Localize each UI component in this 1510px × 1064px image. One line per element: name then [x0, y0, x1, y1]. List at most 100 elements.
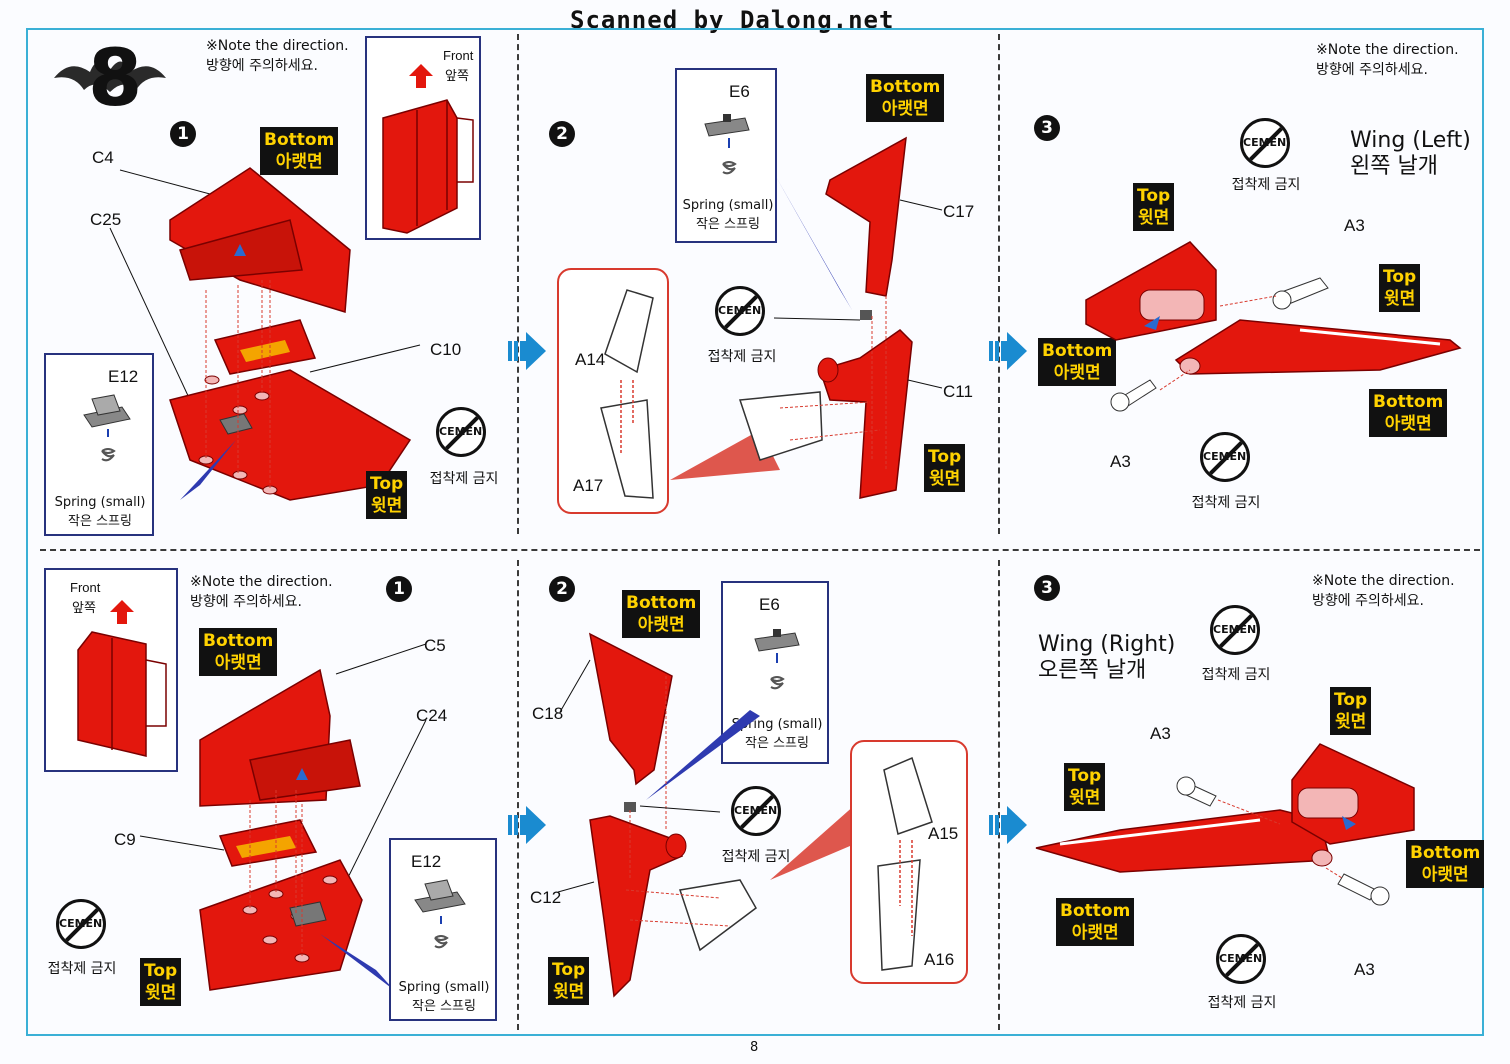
divider: [517, 34, 519, 534]
flow-arrow-icon: [508, 332, 546, 370]
divider: [517, 560, 519, 1030]
part-label-a14: A14: [575, 350, 606, 369]
part-label-e12: E12: [108, 367, 139, 386]
no-cement-label: 접착제 금지: [429, 471, 499, 487]
front-arrow-icon: [110, 600, 134, 624]
tail-fin-right-diagram: [557, 632, 856, 998]
no-cement-icon: CEMENT: [1216, 934, 1266, 984]
part-label-a3: A3: [1110, 452, 1131, 471]
page-number: 8: [750, 1040, 759, 1055]
a14-a17-parts-icon: [600, 289, 654, 499]
part-label-a3: A3: [1150, 724, 1171, 743]
tail-fin-left-diagram: [670, 136, 943, 499]
front-label: Front: [443, 48, 474, 63]
no-cement-label: 접착제 금지: [47, 961, 117, 977]
part-label-c18: C18: [532, 704, 564, 723]
e6-spring-inset: E6 Spring (small)작은 스프링: [675, 68, 777, 243]
front-inset: Front 앞쪽: [365, 36, 481, 240]
part-label-a3: A3: [1344, 216, 1365, 235]
no-cement-icon: CEMENT: [1200, 432, 1250, 482]
wing-assembly-left-diagram: [109, 167, 421, 501]
e6-part-icon: [704, 114, 750, 175]
part-label-c10: C10: [430, 340, 462, 359]
a15-a16-parts-icon: [877, 756, 933, 971]
front-inset: Front 앞쪽: [44, 568, 178, 772]
no-cement-icon: CEMENT: [1240, 118, 1290, 168]
no-cement-icon: CEMENT: [56, 899, 106, 949]
part-label-e6: E6: [759, 595, 780, 614]
part-label-a3: A3: [1354, 960, 1375, 979]
no-cement-label: 접착제 금지: [707, 349, 777, 365]
direction-note: ※Note the direction.방향에 주의하세요.: [1312, 573, 1455, 609]
no-cement-label: 접착제 금지: [1231, 177, 1301, 193]
divider: [998, 34, 1000, 534]
part-label-c12: C12: [530, 888, 562, 907]
spring-label: Spring (small)작은 스프링: [398, 980, 490, 1014]
substep-2: 2: [549, 576, 575, 602]
wing-right-final-diagram: [1035, 743, 1415, 906]
part-label-c17: C17: [943, 202, 975, 221]
wing-piece-icon: [77, 631, 167, 757]
no-cement-icon: CEMENT: [436, 407, 486, 457]
part-label-e6: E6: [729, 82, 750, 101]
direction-note: ※Note the direction.방향에 주의하세요.: [190, 574, 333, 610]
no-cement-label: 접착제 금지: [721, 849, 791, 865]
part-label-a16: A16: [924, 950, 955, 969]
no-cement-icon: CEMENT: [715, 286, 765, 336]
no-cement-icon: CEMENT: [731, 786, 781, 836]
step-number: 8: [88, 34, 143, 124]
e6-spring-inset: E6 Spring (small)작은 스프링: [721, 581, 829, 764]
a15-a16-detail: A15 A16: [850, 740, 968, 984]
part-label-c11: C11: [943, 382, 973, 401]
wing-assembly-right-diagram: [139, 643, 427, 991]
part-label-e12: E12: [411, 852, 442, 871]
front-label: Front: [70, 580, 101, 595]
e6-part-icon: [754, 629, 800, 690]
spring-label: Spring (small)작은 스프링: [731, 717, 823, 751]
a14-a17-detail: A14 A17: [557, 268, 669, 514]
front-arrow-icon: [409, 64, 433, 88]
page-frame: [26, 28, 1484, 1036]
front-label-ko: 앞쪽: [445, 68, 469, 83]
no-cement-label: 접착제 금지: [1191, 495, 1261, 511]
substep-2: 2: [549, 121, 575, 147]
spring-label: Spring (small)작은 스프링: [54, 495, 146, 529]
flow-arrow-icon: [989, 806, 1027, 844]
no-cement-icon: CEMENT: [1210, 605, 1260, 655]
substep-3: 3: [1034, 115, 1060, 141]
part-label-a15: A15: [928, 824, 959, 843]
flow-arrow-icon: [989, 332, 1027, 370]
spring-label: Spring (small)작은 스프링: [682, 198, 774, 232]
divider: [40, 549, 1480, 551]
bat-logo: [54, 61, 166, 92]
front-label-ko: 앞쪽: [72, 600, 96, 615]
part-label-a17: A17: [573, 476, 604, 495]
part-label-c9: C9: [114, 830, 136, 849]
substep-1: 1: [170, 121, 196, 147]
part-label-c4: C4: [92, 148, 114, 167]
e12-spring-inset: E12 Spring (small)작은 스프링: [389, 838, 497, 1021]
e12-part-icon: [83, 394, 131, 462]
no-cement-label: 접착제 금지: [1207, 995, 1277, 1011]
e12-spring-inset: E12 Spring (small)작은 스프링: [44, 353, 154, 536]
wing-left-title: Wing (Left)왼쪽 날개: [1350, 128, 1471, 179]
direction-note: ※Note the direction.방향에 주의하세요.: [206, 38, 349, 74]
wing-right-title: Wing (Right)오른쪽 날개: [1038, 632, 1176, 683]
substep-3: 3: [1034, 575, 1060, 601]
direction-note: ※Note the direction.방향에 주의하세요.: [1316, 42, 1459, 78]
e12-part-icon: [414, 879, 466, 949]
substep-1: 1: [386, 576, 412, 602]
